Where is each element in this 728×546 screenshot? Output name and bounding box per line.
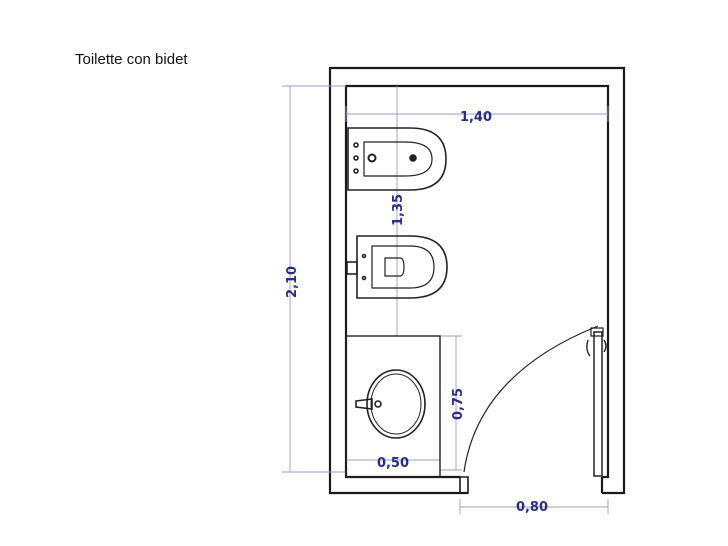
walls bbox=[328, 66, 626, 495]
dimension-lines bbox=[282, 85, 609, 514]
dim-cabinet-depth: 0,75 bbox=[451, 388, 466, 420]
door-swing-icon bbox=[463, 325, 607, 477]
dim-width-total: 1,40 bbox=[460, 110, 492, 125]
page-title: Toilette con bidet bbox=[75, 51, 188, 68]
washbasin-icon bbox=[345, 335, 441, 478]
dim-height-total: 2,10 bbox=[285, 266, 300, 298]
dimension-labels: 1,40 2,10 1,35 0,75 0,50 0,80 bbox=[285, 110, 548, 515]
dim-cabinet-width: 0,50 bbox=[377, 456, 409, 471]
dim-fixtures-span: 1,35 bbox=[391, 194, 406, 226]
toilet-icon bbox=[346, 235, 448, 299]
dim-door-width: 0,80 bbox=[516, 500, 548, 515]
bidet-icon bbox=[347, 127, 447, 191]
